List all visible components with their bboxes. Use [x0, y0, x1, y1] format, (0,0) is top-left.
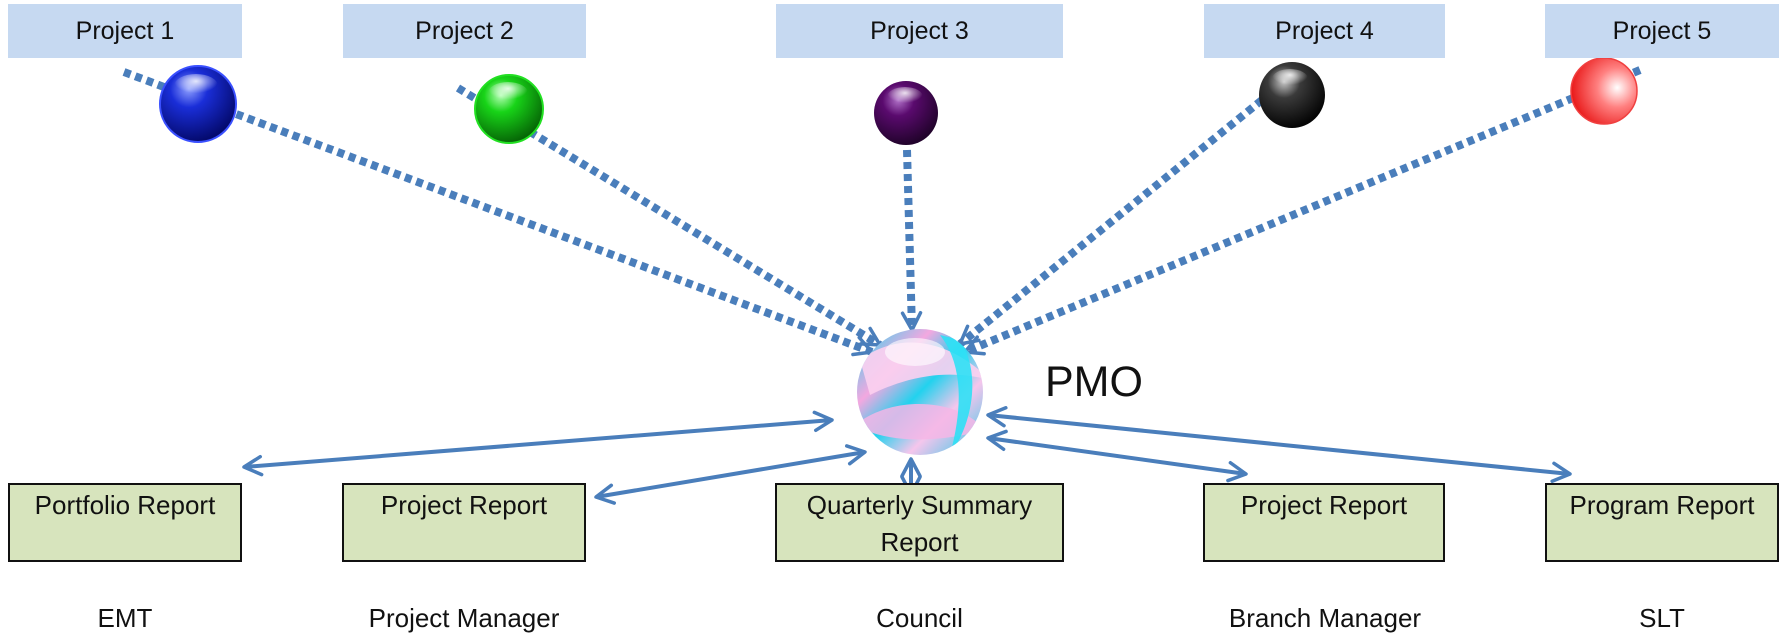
audience-slt: SLT [1639, 603, 1685, 633]
project-balls [159, 57, 1638, 145]
portfolio-report-box: Portfolio Report [8, 483, 242, 562]
quarterly-summary-report-box: Quarterly Summary Report [775, 483, 1064, 562]
audience-emt: EMT [97, 603, 153, 633]
audience-project-manager: Project Manager [368, 603, 560, 633]
connector-project-2 [455, 84, 883, 349]
audience-branch-manager: Branch Manager [1228, 603, 1422, 633]
project-connectors [122, 66, 1642, 357]
report-4-label: Project Report [1240, 490, 1408, 520]
connector-project-4 [957, 96, 1265, 348]
connector-project-1 [122, 68, 874, 357]
connector-project-5 [963, 66, 1642, 356]
report-connectors [242, 406, 1572, 505]
project-1-box: Project 1 [8, 4, 242, 58]
arrow-portfolio-report [242, 410, 834, 477]
project-4-box: Project 4 [1204, 4, 1445, 58]
pmo-hub-sphere [857, 329, 983, 455]
report-1-label: Portfolio Report [34, 490, 216, 520]
project-5-ball [1570, 57, 1638, 125]
project-4-label: Project 4 [1275, 16, 1374, 45]
report-2-label: Project Report [380, 490, 548, 520]
program-report-box: Program Report [1545, 483, 1779, 562]
pmo-label: PMO [1045, 358, 1143, 406]
project-5-label: Project 5 [1612, 16, 1712, 45]
project-5-box: Project 5 [1545, 4, 1779, 58]
arrow-program-report [986, 406, 1572, 483]
audience-council: Council [876, 603, 963, 633]
project-report-box-right: Project Report [1203, 483, 1445, 562]
report-3-label: Quarterly Summary Report [806, 490, 1033, 557]
project-1-label: Project 1 [75, 16, 175, 45]
connector-project-3 [900, 149, 923, 332]
project-3-label: Project 3 [870, 16, 969, 45]
arrow-project-report-left [594, 444, 867, 505]
arrow-project-report-right [986, 429, 1248, 483]
project-2-label: Project 2 [415, 16, 514, 45]
project-report-box-left: Project Report [342, 483, 586, 562]
report-5-label: Program Report [1569, 490, 1755, 520]
project-2-box: Project 2 [343, 4, 586, 58]
project-3-box: Project 3 [776, 4, 1063, 58]
